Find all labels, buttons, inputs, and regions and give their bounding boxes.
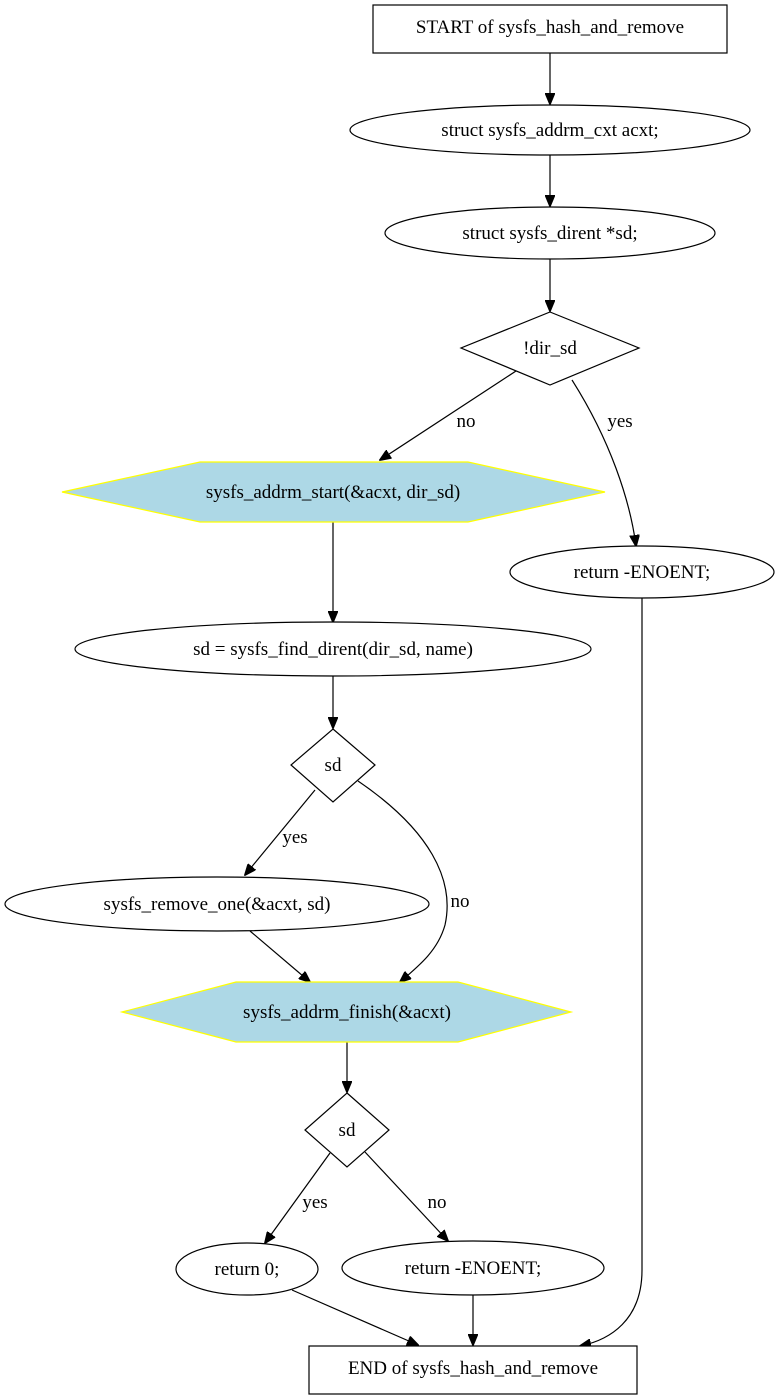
edge-label-sd2-no: no — [428, 1192, 447, 1213]
node-cond-dir-sd: !dir_sd — [459, 311, 641, 386]
edge-label-sd1-no: no — [451, 891, 470, 912]
node-addrm-finish: sysfs_addrm_finish(&acxt) — [119, 981, 574, 1043]
node-return-enoent-1-label: return -ENOENT; — [574, 562, 711, 583]
edge-cond-sd-2-no — [364, 1151, 448, 1241]
edge-cond-sd-2-yes — [265, 1152, 331, 1243]
node-decl-sd-label: struct sysfs_dirent *sd; — [462, 223, 637, 244]
node-remove-one: sysfs_remove_one(&acxt, sd) — [4, 876, 430, 932]
edge-cond-sd-1-yes — [245, 789, 316, 875]
edge-remove-one-to-addrm-finish — [249, 930, 310, 982]
edge-cond-dir-sd-yes — [571, 379, 636, 546]
node-addrm-finish-label: sysfs_addrm_finish(&acxt) — [243, 1002, 451, 1023]
node-return-enoent-1: return -ENOENT; — [509, 545, 775, 599]
edge-label-sd2-yes: yes — [302, 1192, 327, 1213]
node-cond-sd-1: sd — [290, 728, 376, 803]
edge-cond-dir-sd-no — [380, 370, 517, 460]
edge-return-enoent-1-to-end — [580, 598, 643, 1346]
node-decl-acxt: struct sysfs_addrm_cxt acxt; — [349, 104, 751, 156]
node-remove-one-label: sysfs_remove_one(&acxt, sd) — [104, 894, 331, 915]
node-end: END of sysfs_hash_and_remove — [308, 1345, 638, 1395]
node-cond-dir-sd-label: !dir_sd — [523, 338, 577, 359]
node-return-enoent-2-label: return -ENOENT; — [405, 1258, 542, 1279]
edge-label-sd1-yes: yes — [282, 827, 307, 848]
node-addrm-start: sysfs_addrm_start(&acxt, dir_sd) — [61, 461, 606, 523]
node-return-zero: return 0; — [175, 1242, 319, 1296]
node-cond-sd-1-label: sd — [325, 755, 342, 776]
node-start: START of sysfs_hash_and_remove — [372, 4, 728, 54]
node-find-dirent-label: sd = sysfs_find_dirent(dir_sd, name) — [193, 639, 473, 660]
edge-labels: no yes yes no yes no — [282, 411, 632, 1213]
node-return-zero-label: return 0; — [215, 1259, 280, 1280]
node-cond-sd-2: sd — [304, 1092, 390, 1168]
edges — [245, 53, 643, 1346]
edge-label-dir-sd-no: no — [457, 411, 476, 432]
node-return-enoent-2: return -ENOENT; — [341, 1240, 605, 1296]
edge-cond-sd-1-no — [357, 780, 448, 982]
node-start-label: START of sysfs_hash_and_remove — [416, 17, 684, 38]
node-decl-sd: struct sysfs_dirent *sd; — [384, 206, 716, 260]
node-find-dirent: sd = sysfs_find_dirent(dir_sd, name) — [74, 621, 592, 677]
node-end-label: END of sysfs_hash_and_remove — [348, 1358, 598, 1379]
edge-label-dir-sd-yes: yes — [607, 411, 632, 432]
edge-return-zero-to-end — [291, 1289, 418, 1345]
node-addrm-start-label: sysfs_addrm_start(&acxt, dir_sd) — [206, 482, 460, 503]
node-decl-acxt-label: struct sysfs_addrm_cxt acxt; — [441, 120, 658, 141]
node-cond-sd-2-label: sd — [339, 1120, 356, 1141]
